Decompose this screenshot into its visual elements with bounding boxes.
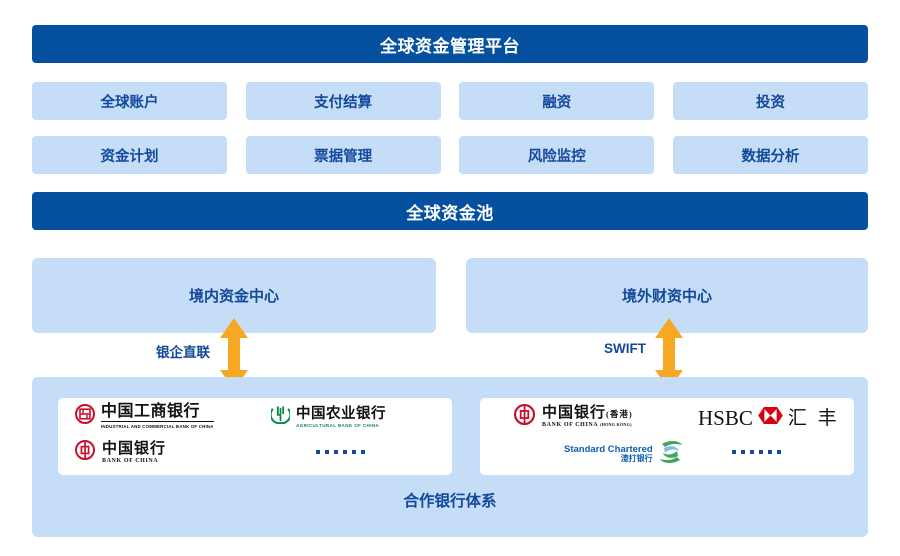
module-label: 支付结算 [314, 94, 373, 111]
icbc-logo-icon [75, 404, 95, 429]
boc-hk-name-en-main: BANK OF CHINA [542, 422, 598, 428]
partner-bank-system-container: 中国工商银行 INDUSTRIAL AND COMMERCIAL BANK OF… [32, 377, 868, 537]
module-label: 票据管理 [314, 148, 373, 165]
standard-chartered-logo-icon [658, 438, 684, 471]
offshore-link-label: SWIFT [604, 341, 646, 356]
boc-name-en: BANK OF CHINA [102, 457, 159, 464]
standard-chartered-name: Standard Chartered 渣打银行 [564, 445, 653, 463]
abc-name-zh: 中国农业银行 [296, 405, 386, 422]
domestic-center-title: 境内资金中心 [188, 288, 279, 305]
module-label: 投资 [755, 94, 785, 111]
module-label: 资金计划 [100, 148, 159, 165]
module-tile-bill-management[interactable]: 票据管理 [245, 136, 441, 174]
sc-name-zh: 渣打银行 [620, 454, 653, 464]
platform-title-text: 全球资金管理平台 [380, 36, 520, 56]
bidirectional-arrow-icon [219, 318, 249, 390]
platform-title-banner: 全球资金管理平台 [32, 25, 868, 63]
offshore-bank-logo-card: 中国银行(香港) BANK OF CHINA (HONG KONG) HSBC [480, 398, 854, 475]
more-dots-icon [732, 450, 781, 454]
module-row-2: 资金计划 票据管理 风险监控 数据分析 [32, 136, 868, 174]
domestic-link-label: 银企直联 [156, 345, 210, 360]
module-tile-global-account[interactable]: 全球账户 [32, 82, 227, 120]
icbc-name-en: INDUSTRIAL AND COMMERCIAL BANK OF CHINA [101, 423, 214, 429]
bank-logo-boc: 中国银行 BANK OF CHINA [75, 440, 166, 465]
global-fund-pool-banner: 全球资金池 [32, 192, 868, 230]
module-tile-financing[interactable]: 融资 [459, 82, 655, 120]
hsbc-name-zh: 汇 丰 [787, 407, 840, 429]
module-row-1: 全球账户 支付结算 融资 投资 [32, 82, 868, 120]
bank-logo-hsbc: HSBC 汇 丰 [698, 407, 840, 429]
bank-logo-abc: 中国农业银行 AGRICULTURAL BANK OF CHINA [269, 405, 386, 429]
boc-logo-icon [75, 440, 95, 465]
module-tile-fund-plan[interactable]: 资金计划 [32, 136, 227, 174]
offshore-treasury-center-panel[interactable]: 境外财资中心 [466, 258, 868, 333]
hsbc-logo-icon [758, 407, 783, 429]
module-tile-risk-monitoring[interactable]: 风险监控 [459, 136, 655, 174]
bank-logo-standard-chartered: Standard Chartered 渣打银行 [564, 438, 684, 471]
more-banks-indicator [732, 450, 781, 454]
more-dots-icon [316, 450, 365, 454]
boc-hk-name-zh-suffix: (香港) [606, 409, 633, 419]
abc-logo-icon [269, 405, 292, 429]
bidirectional-arrow-icon [654, 318, 684, 390]
hsbc-name-en: HSBC [698, 405, 753, 430]
module-tile-data-analysis[interactable]: 数据分析 [672, 136, 868, 174]
pool-title-text: 全球资金池 [406, 203, 494, 223]
boc-hk-logo-icon [513, 403, 536, 430]
module-label: 融资 [542, 94, 572, 111]
module-tile-investment[interactable]: 投资 [672, 82, 868, 120]
domestic-bank-logo-card: 中国工商银行 INDUSTRIAL AND COMMERCIAL BANK OF… [58, 398, 452, 475]
boc-hk-name-en-suffix: (HONG KONG) [600, 422, 632, 427]
sc-name-en: Standard Chartered [564, 444, 653, 456]
abc-name-en: AGRICULTURAL BANK OF CHINA [296, 422, 380, 428]
module-label: 风险监控 [527, 148, 586, 165]
boc-name-zh: 中国银行 [102, 440, 167, 457]
bank-system-label: 合作银行体系 [403, 493, 497, 510]
module-label: 数据分析 [741, 148, 800, 165]
bank-logo-icbc: 中国工商银行 INDUSTRIAL AND COMMERCIAL BANK OF… [75, 404, 214, 429]
bank-logo-boc-hong-kong: 中国银行(香港) BANK OF CHINA (HONG KONG) [513, 403, 633, 430]
boc-hk-name-en: BANK OF CHINA (HONG KONG) [542, 422, 633, 428]
boc-hk-name-zh-main: 中国银行 [542, 405, 607, 421]
icbc-name-zh: 中国工商银行 [101, 404, 214, 423]
module-label: 全球账户 [100, 94, 159, 111]
offshore-center-title: 境外财资中心 [621, 288, 712, 305]
module-tile-payment-settlement[interactable]: 支付结算 [245, 82, 441, 120]
more-banks-indicator [316, 450, 365, 454]
boc-hk-name-zh: 中国银行(香港) [542, 406, 633, 421]
